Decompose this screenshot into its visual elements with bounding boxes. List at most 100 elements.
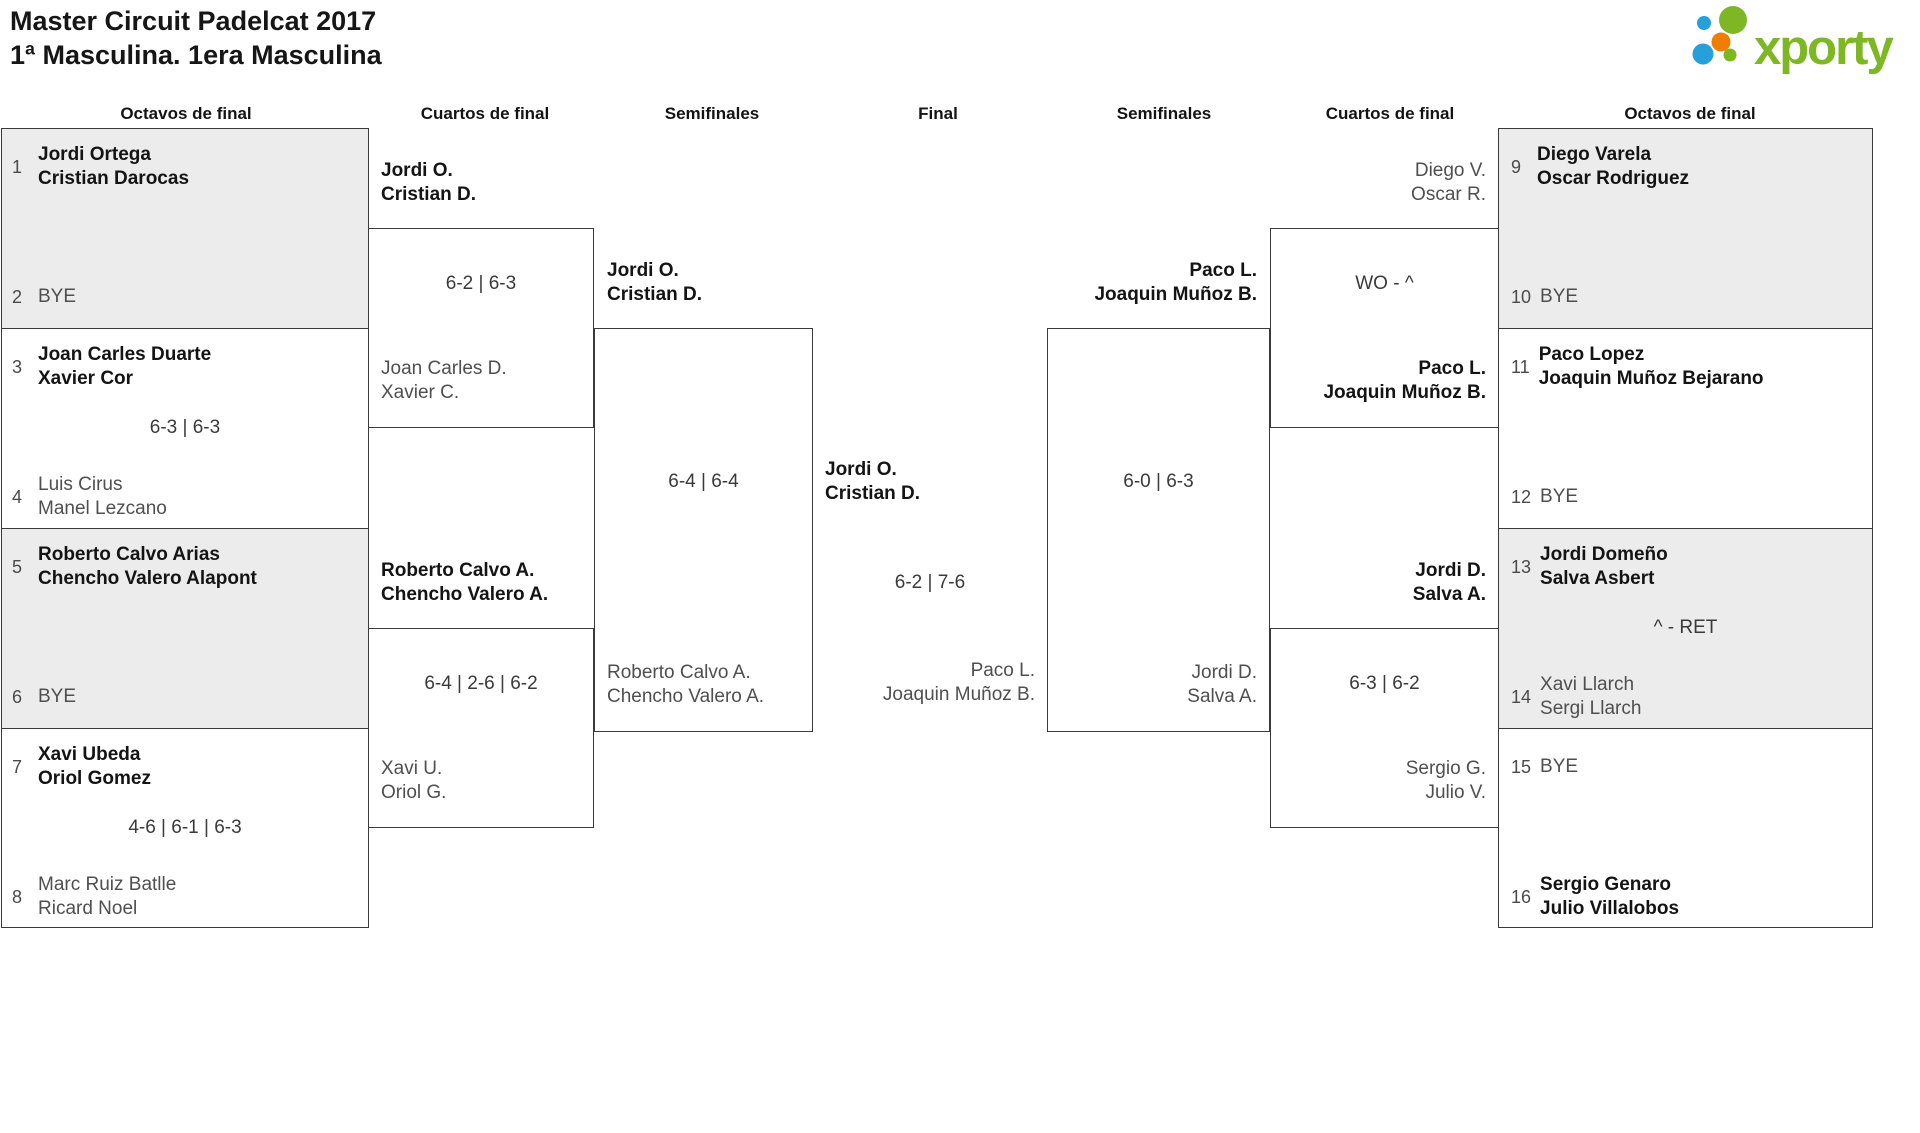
- team-entry-winner-oct-4[interactable]: Xavi U.Oriol G.: [381, 758, 447, 803]
- team-names: BYE: [1540, 756, 1579, 777]
- match-box-cuartos-right-2: Jordi D.Salva A. 6-3 | 6-2 Sergio G.Juli…: [1270, 560, 1499, 828]
- team-names: BYE: [1540, 286, 1579, 307]
- match-box-semifinal-right: Paco L.Joaquin Muñoz B. 6-0 | 6-3 Jordi …: [1047, 260, 1270, 732]
- team-names: BYE: [38, 286, 77, 307]
- team-seed: 3: [12, 357, 23, 377]
- match-score: 6-2 | 6-3: [445, 273, 517, 294]
- team-entry-winner-oct-13[interactable]: Jordi D.Salva A.: [1412, 560, 1486, 605]
- logo-dot-blue-small: [1697, 16, 1711, 30]
- team-entry-final-runnerup[interactable]: Paco L.Joaquin Muñoz B.: [882, 660, 1035, 705]
- team-seed: 12: [1511, 487, 1532, 507]
- match-score: 6-3 | 6-2: [1349, 673, 1420, 694]
- logo-dot-green-small: [1723, 48, 1737, 62]
- team-entry-6[interactable]: 6 BYE: [12, 673, 360, 721]
- team-entry-winner-oct-11[interactable]: Paco L.Joaquin Muñoz B.: [1323, 358, 1486, 403]
- round-header-semis-left: Semifinales: [664, 104, 760, 123]
- logo-dot-blue-big: [1692, 43, 1714, 65]
- team-entry-final-champion[interactable]: Jordi O.Cristian D.: [825, 459, 921, 504]
- team-seed: 15: [1511, 757, 1532, 777]
- logo-wordmark: xporty: [1754, 21, 1894, 75]
- match-box-cuartos-left-2: Roberto Calvo A.Chencho Valero A. 6-4 | …: [368, 560, 594, 828]
- team-seed: 7: [12, 757, 23, 777]
- round-header-cuartos-left: Cuartos de final: [420, 104, 550, 123]
- team-seed: 8: [12, 887, 23, 907]
- match-score: 6-4 | 6-4: [668, 471, 739, 492]
- team-seed: 14: [1511, 687, 1532, 707]
- logo-dot-orange: [1711, 32, 1731, 52]
- team-entry-10[interactable]: 10 BYE: [1511, 273, 1864, 321]
- xporty-logo[interactable]: xporty: [1690, 2, 1920, 78]
- team-seed: 5: [12, 557, 23, 577]
- category-name: 1ª Masculina. 1era Masculina: [10, 40, 382, 70]
- round-header-semis-right: Semifinales: [1116, 104, 1212, 123]
- team-entry-winner-oct-2[interactable]: Joan Carles D.Xavier C.: [381, 358, 507, 403]
- round-header-octavos-right: Octavos de final: [1624, 104, 1756, 123]
- team-entry-12[interactable]: 12 BYE: [1511, 473, 1864, 521]
- team-entry-winner-oct-9[interactable]: Diego V.Oscar R.: [1411, 160, 1486, 205]
- round-header-octavos-left: Octavos de final: [120, 104, 252, 123]
- team-seed: 1: [12, 157, 23, 177]
- final-zone: Jordi O.Cristian D. 6-2 | 7-6 Paco L.Joa…: [813, 0, 1047, 1000]
- tournament-title: Master Circuit Padelcat 2017 1ª Masculin…: [10, 4, 382, 72]
- team-seed: 9: [1511, 157, 1522, 177]
- team-names: BYE: [38, 686, 77, 707]
- team-entry-sf-left-bottom[interactable]: Roberto Calvo A.Chencho Valero A.: [607, 662, 765, 707]
- team-entry-2[interactable]: 2 BYE: [12, 273, 360, 321]
- team-seed: 11: [1511, 357, 1530, 377]
- match-box-cuartos-right-1: Diego V.Oscar R. WO - ^ Paco L.Joaquin M…: [1270, 160, 1499, 428]
- team-entry-sf-right-bottom[interactable]: Jordi D.Salva A.: [1187, 662, 1257, 707]
- tournament-name: Master Circuit Padelcat 2017: [10, 6, 377, 36]
- logo-dot-green-big: [1719, 6, 1747, 34]
- team-entry-sf-left-top[interactable]: Jordi O.Cristian D.: [607, 260, 703, 305]
- team-seed: 6: [12, 687, 23, 707]
- team-seed: 4: [12, 487, 23, 507]
- round-header-final: Final: [918, 104, 958, 123]
- match-score: 4-6 | 6-1 | 6-3: [128, 817, 242, 838]
- team-entry-sf-right-top[interactable]: Paco L.Joaquin Muñoz B.: [1094, 260, 1257, 305]
- team-names: BYE: [1540, 486, 1579, 507]
- team-seed: 16: [1511, 887, 1532, 907]
- match-score: ^ - RET: [1653, 617, 1718, 638]
- match-box-semifinal-left: Jordi O.Cristian D. 6-4 | 6-4 Roberto Ca…: [594, 260, 813, 732]
- team-entry-winner-oct-15[interactable]: Sergio G.Julio V.: [1405, 758, 1486, 803]
- team-seed: 13: [1511, 557, 1532, 577]
- team-entry-winner-oct-1[interactable]: Jordi O.Cristian D.: [381, 160, 477, 205]
- match-score: WO - ^: [1355, 273, 1414, 294]
- team-entry-15[interactable]: 15 BYE: [1511, 743, 1864, 791]
- match-score: 6-3 | 6-3: [149, 417, 221, 438]
- team-seed: 2: [12, 287, 23, 307]
- team-entry-winner-oct-3[interactable]: Roberto Calvo A.Chencho Valero A.: [381, 560, 549, 605]
- match-score: 6-4 | 2-6 | 6-2: [424, 673, 538, 694]
- match-box-cuartos-left-1: Jordi O.Cristian D. 6-2 | 6-3 Joan Carle…: [368, 160, 594, 428]
